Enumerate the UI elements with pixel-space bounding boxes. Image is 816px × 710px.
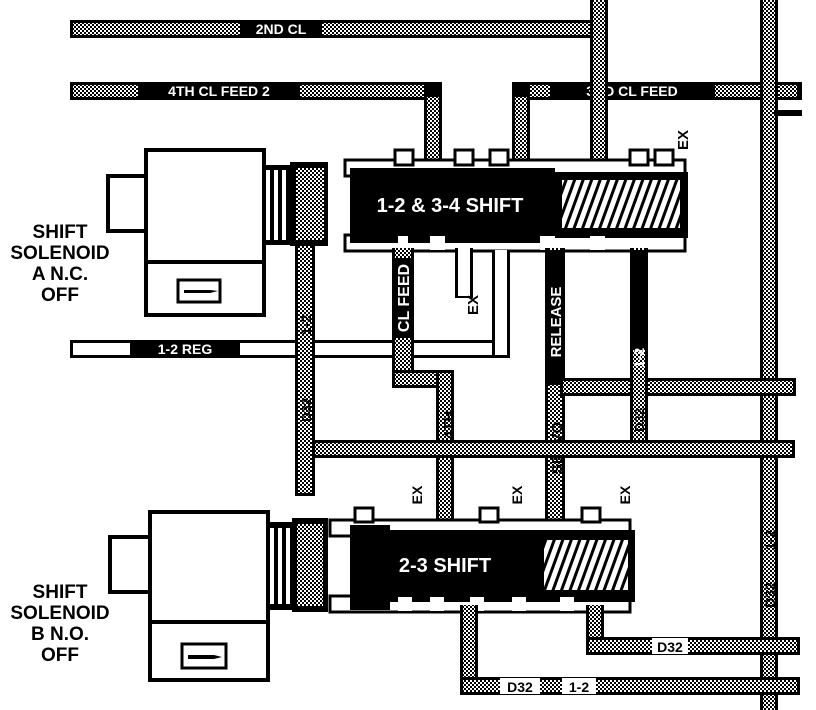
release-label: RELEASE [548,287,565,358]
passage-ex-mid [455,248,473,298]
solenoid-a-line1: SHIFT [32,222,88,243]
solenoid-a-line2: SOLENOID [10,243,110,264]
cl-feed-label: CL FEED [396,264,413,332]
passage-cl-feed [392,248,454,520]
passage-1-2-left [295,246,315,496]
ex-label-b1: EX [409,485,425,504]
passage-label-3rd-cl-feed: 3RD CL FEED [586,83,678,99]
passage-right-verticals [590,0,802,710]
passage-label-2nd-cl: 2ND CL [256,21,307,37]
one-two-label-b: 1-2 [298,315,314,335]
ex-label-b3: EX [617,485,633,504]
one-two-label-d: 1-2 [762,530,778,550]
d32-label-d: D32 [657,639,683,655]
valve-label-12-34: 1-2 & 3-4 SHIFT [377,195,524,217]
passage-label-4th-cl-feed-2: 4TH CL FEED 2 [168,83,270,99]
solenoid-b-line2: SOLENOID [10,603,110,624]
passage-2nd-cl: 2ND CL [70,20,590,38]
valve-label-23: 2-3 SHIFT [399,555,491,577]
shift-solenoid-a [106,148,328,317]
d32-label-b: D32 [299,398,314,422]
passage-1-2-reg: 1-2 REG [70,250,510,358]
solenoid-a-line3: A N.C. [31,264,89,285]
d32-label-c: D32 [507,679,533,695]
ex-label-a2: EX [465,295,482,315]
passage-label-1-2-reg: 1-2 REG [158,341,213,357]
passage-1-2-right [630,248,648,458]
solenoid-b-label: SHIFT SOLENOID B N.O. OFF [4,582,116,666]
ex-label-b2: EX [509,485,525,504]
one-two-label-a: 1-2 [631,348,647,368]
valve-12-34-shift: 1-2 & 3-4 SHIFT [343,148,688,253]
solenoid-b-line1: SHIFT [32,582,88,603]
passage-release-servo [545,248,796,523]
passage-4th-cl-feed-2: 4TH CL FEED 2 [70,82,442,162]
solenoid-a-label: SHIFT SOLENOID A N.C. OFF [4,222,116,306]
d32-label-e: D32 [762,582,778,608]
passage-d32-horizontal [295,440,795,458]
solenoid-a-line4: OFF [41,285,79,306]
solenoid-b-line4: OFF [41,645,79,666]
passage-bottom [460,605,800,695]
fourth-label: 4TH [441,411,458,439]
shift-solenoid-b [108,510,328,682]
ex-label-a1: EX [675,130,692,150]
valve-23-shift: 2-3 SHIFT [328,506,635,614]
solenoid-b-line3: B N.O. [30,624,90,645]
passage-3rd-cl-feed: 3RD CL FEED [512,82,802,162]
one-two-label-c: 1-2 [569,679,589,695]
d32-label-a: D32 [632,408,647,432]
